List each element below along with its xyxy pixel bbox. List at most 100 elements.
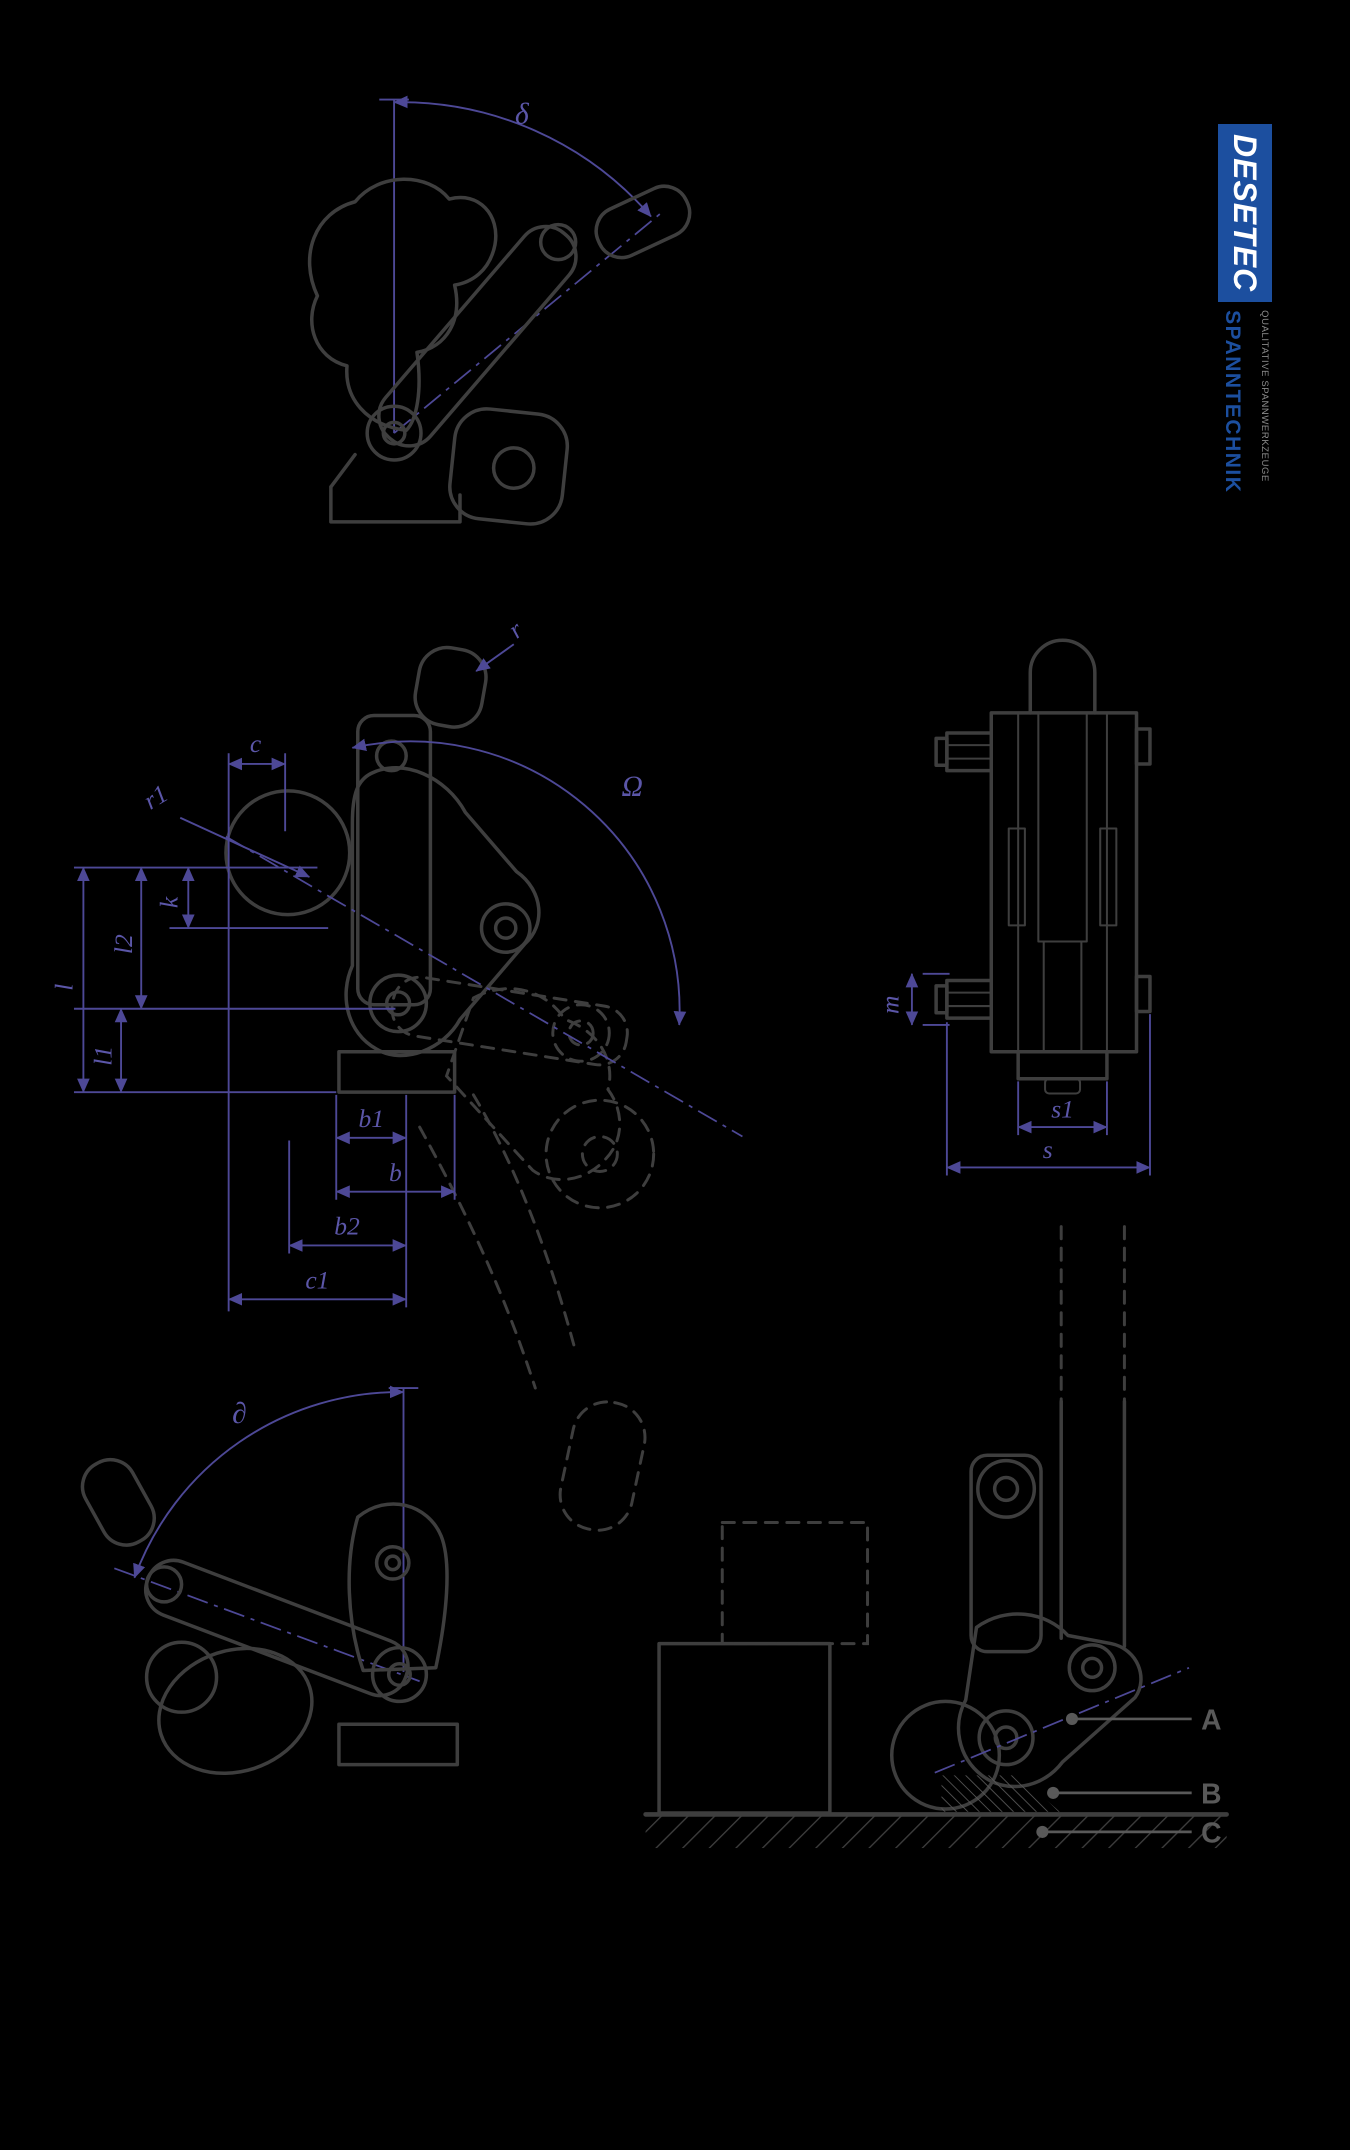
grip-outline — [413, 645, 488, 729]
callout-label-c: C — [1201, 1817, 1221, 1849]
dim-label-m: m — [875, 995, 904, 1013]
side-tab — [1134, 727, 1152, 766]
callout-label-a: A — [1201, 1704, 1221, 1736]
hex-nut-flats — [945, 744, 993, 760]
dim-label-omega: Ω — [621, 771, 642, 803]
brand-logo: DESETEC QUALITATIVE SPANNWERKZEUGE SPANN… — [1218, 124, 1272, 493]
view-side-main: Ω r r1 c l l2 k l1 — [50, 614, 743, 1532]
bolt-end — [934, 736, 949, 768]
clamp-plate-outline — [344, 765, 541, 1058]
link-hole-inner — [1080, 1656, 1104, 1679]
dim-label-r: r — [502, 614, 529, 644]
grip-cap-outline — [1028, 638, 1097, 715]
handle-hole-inner — [992, 1475, 1020, 1503]
base-flange — [1016, 1050, 1109, 1081]
body-outline — [989, 711, 1139, 1054]
pivot-inner — [386, 1662, 412, 1688]
handle-hole — [144, 1565, 184, 1604]
side-clip — [1099, 827, 1118, 927]
extension-line — [945, 1014, 1151, 1176]
brand-tagline: QUALITATIVE SPANNWERKZEUGE — [1259, 310, 1270, 482]
mounting-ear-outline — [448, 407, 570, 526]
hex-nut — [945, 731, 994, 773]
dim-label-l1: l1 — [89, 1046, 118, 1066]
dim-label-b1: b1 — [358, 1104, 384, 1133]
handle-centerline — [114, 1567, 420, 1683]
upper-plate-outline — [347, 1502, 449, 1673]
link-hole-inner — [493, 916, 518, 940]
dim-label-l: l — [50, 984, 79, 991]
ghost-grip-outline — [558, 1400, 647, 1532]
pivot-outer — [370, 1645, 429, 1704]
base-nub — [1044, 1077, 1082, 1095]
dim-label-c: c — [250, 729, 262, 758]
clamping-pad-hatch — [941, 1775, 1060, 1812]
handle-hole — [538, 222, 578, 262]
base-plate — [337, 1722, 460, 1767]
dim-label-delta: δ — [515, 99, 530, 131]
ghost-nose-outer — [544, 1098, 656, 1210]
handle-arm-outline — [356, 713, 433, 1007]
pivot-inner — [381, 420, 407, 446]
dim-label-s1: s1 — [1051, 1095, 1074, 1124]
view-front: m s1 s — [875, 638, 1152, 1176]
dim-label-partial: ∂ — [232, 1398, 247, 1430]
brand-name: DESETEC — [1227, 134, 1264, 293]
clamp-nose-outline — [224, 789, 352, 917]
ghost-link-edge — [418, 1125, 537, 1390]
link-hole-outer — [1067, 1643, 1117, 1693]
dim-label-s: s — [1043, 1135, 1053, 1164]
pivot-outer — [365, 404, 423, 462]
angle-arc-partial — [133, 1385, 405, 1579]
base-bracket — [329, 452, 462, 524]
hex-nut — [945, 978, 994, 1020]
angle-arc-delta — [393, 95, 652, 218]
clamp-nose-lobe — [144, 1640, 219, 1714]
handle-grip-outline — [594, 184, 692, 260]
workpiece-outline — [657, 1641, 832, 1815]
leader-r — [475, 643, 515, 672]
ghost-plate-outline — [444, 987, 622, 1182]
mounting-hole — [491, 446, 536, 490]
extension-line — [922, 972, 950, 1026]
clamp-plate-outline — [956, 1612, 1143, 1789]
plate-hole-inner — [384, 1554, 402, 1572]
hex-nut-flats — [945, 991, 993, 1008]
brand-logo-box: DESETEC — [1218, 124, 1272, 303]
dim-label-b: b — [389, 1158, 402, 1187]
dim-label-b2: b2 — [334, 1212, 360, 1241]
pivot-outer — [977, 1709, 1035, 1767]
brand-subname: SPANNTECHNIK — [1221, 310, 1244, 494]
callout-label-b: B — [1201, 1778, 1221, 1810]
base-plate — [337, 1050, 457, 1094]
drawing-content: δ — [50, 95, 1229, 1849]
bolt-end — [934, 984, 949, 1015]
clamp-nose-outline — [157, 1646, 314, 1775]
dim-label-k: k — [155, 896, 184, 908]
handle-bar-edges — [1037, 711, 1088, 1053]
view-open-top: δ — [307, 95, 692, 526]
dim-label-l2: l2 — [109, 934, 138, 954]
brand-logo-row: DESETEC QUALITATIVE SPANNWERKZEUGE SPANN… — [1218, 124, 1272, 493]
clamp-arm-outline — [307, 177, 498, 433]
side-tab — [1134, 974, 1152, 1014]
clamp-centerline — [934, 1666, 1190, 1774]
handle-hole-outer — [976, 1458, 1037, 1519]
plate-hole-outer — [374, 1545, 411, 1581]
brand-logo-col: QUALITATIVE SPANNWERKZEUGE SPANNTECHNIK — [1218, 310, 1272, 493]
ghost-nose-inner — [580, 1135, 619, 1173]
plunger-outline — [1059, 1399, 1127, 1649]
angle-arc-omega — [351, 738, 687, 1026]
dim-label-c1: c1 — [305, 1266, 329, 1295]
workpiece-alt-outline — [720, 1521, 870, 1646]
view-application: A B C — [643, 1225, 1229, 1849]
view-open-bottom: ∂ — [80, 1385, 460, 1775]
dim-label-r1: r1 — [138, 779, 172, 816]
handle-arm-outline — [969, 1453, 1043, 1654]
handle-grip-outline — [80, 1457, 156, 1547]
side-clip — [1007, 827, 1026, 927]
plunger-hidden-lines — [1059, 1225, 1126, 1403]
ghost-link-edge — [471, 1093, 578, 1354]
